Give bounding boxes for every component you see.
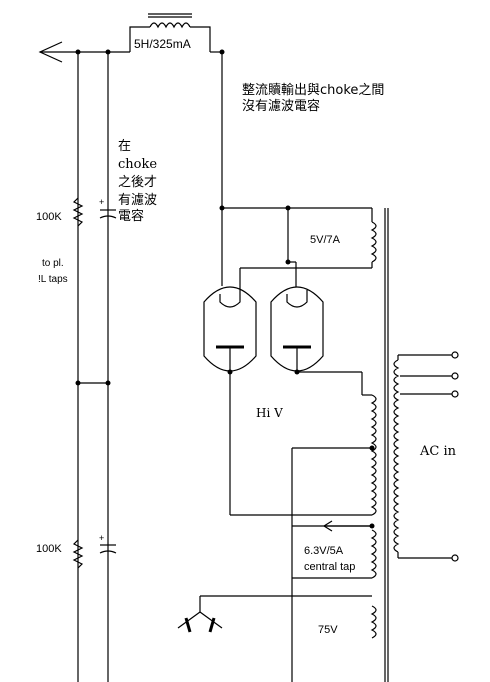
cap-bottom-plus: +: [99, 533, 104, 543]
rectifier-tube-2: [270, 286, 324, 372]
heater-63v-coil: [370, 529, 377, 579]
to-pl-line2: !L taps: [38, 274, 68, 285]
heater-5v-label: 5V/7A: [310, 234, 341, 246]
capacitor-top: [99, 209, 117, 219]
heater-75v-coil: [370, 605, 377, 639]
ac-terminals: [451, 351, 459, 562]
primary-coil: [393, 359, 400, 553]
resistor-top: [72, 197, 84, 227]
choke-inductor: [129, 13, 223, 208]
capacitor-bottom: [99, 544, 117, 554]
note-top-line2: 沒有濾波電容: [242, 98, 320, 114]
junction-dots: [75, 49, 375, 529]
hiv-label: Hi V: [256, 406, 283, 420]
note-left-line4: 有濾波: [118, 193, 157, 208]
rectifier-tube-1: [203, 286, 257, 372]
heater-75v-label: 75V: [318, 624, 338, 636]
resistor-bottom: [72, 539, 84, 569]
cap-top-plus: +: [99, 197, 104, 207]
to-pl-line1: to pl.: [42, 258, 64, 269]
hiv-secondary-coil: [370, 394, 377, 516]
note-left-line3: 之後才: [118, 175, 157, 190]
resistor-top-label: 100K: [36, 211, 62, 223]
note-top-line1: 整流贖輸出與choke之間: [242, 83, 384, 98]
note-left-line2: choke: [118, 157, 157, 172]
note-left-line5: 電容: [118, 208, 144, 224]
heater-63v-label: 6.3V/5A: [304, 545, 344, 557]
transformer-core: [384, 208, 389, 682]
diode-bridge: [177, 611, 223, 633]
heater-5v-coil: [370, 221, 377, 263]
central-tap-label: central tap: [304, 561, 355, 573]
note-left-line1: 在: [118, 139, 131, 154]
ac-in-label: AC in: [419, 444, 457, 459]
resistor-bottom-label: 100K: [36, 543, 62, 555]
choke-label: 5H/325mA: [134, 37, 191, 51]
